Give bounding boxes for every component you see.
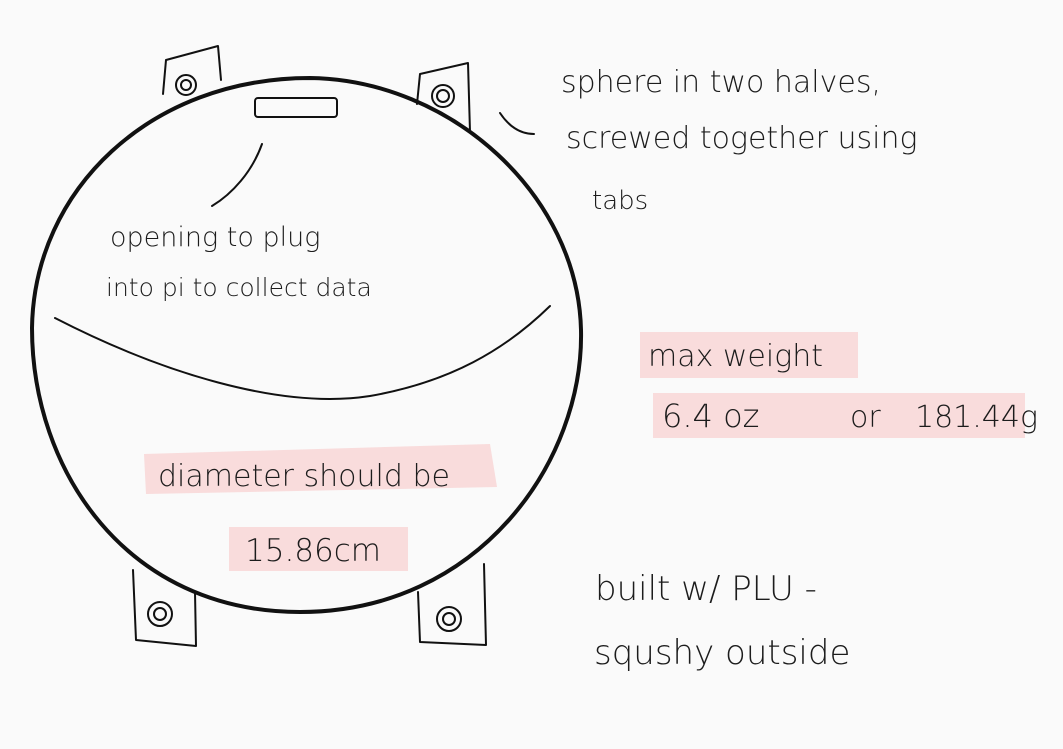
note-opening-line2: into pi to collect data [106,273,372,302]
note-sphere-line2: screwed together using [566,121,918,156]
screw-tabs [132,45,487,647]
sphere-leader-line [499,112,535,135]
highlights [144,332,1025,571]
note-diameter-label: diameter should be [158,459,450,494]
screw-hole-inner [442,612,456,626]
max-weight-highlight [640,332,858,378]
tab-outline [416,62,471,133]
note-sphere-line3: tabs [592,186,648,216]
screw-tab-top-right [416,62,471,133]
screw-hole-inner [153,607,167,621]
note-max-weight: max weight [648,339,823,374]
screw-hole-icon [175,74,197,96]
screw-hole-icon [436,606,462,632]
screw-tab-top-left [162,45,222,96]
screw-tab-bottom-left [132,569,197,647]
diameter-label-highlight [144,444,497,494]
annotations: sphere in two halves, screwed together u… [106,65,1038,673]
weight-values-highlight [653,393,1025,438]
note-weight-or: or [850,400,881,435]
note-sphere-line1: sphere in two halves, [561,65,881,100]
note-material-line1: built w/ PLU - [595,569,817,609]
screw-tab-bottom-right [417,563,487,646]
data-opening-slot [254,97,338,118]
screw-hole-icon [147,601,173,627]
sphere-seam [54,305,551,400]
tab-outline [132,569,197,647]
sphere-outline [30,76,584,614]
tab-outline [417,563,487,646]
diameter-value-highlight [229,527,408,571]
opening-leader-line [211,143,263,207]
note-weight-oz: 6.4 oz [662,397,759,435]
screw-hole-inner [180,79,192,91]
note-weight-grams: 181.44g [915,400,1038,435]
screw-hole-icon [431,84,455,108]
tab-outline [162,45,222,95]
screw-hole-inner [436,89,450,103]
note-opening-line1: opening to plug [110,222,320,253]
note-material-line2: squshy outside [594,633,850,673]
note-diameter-value: 15.86cm [245,533,381,569]
